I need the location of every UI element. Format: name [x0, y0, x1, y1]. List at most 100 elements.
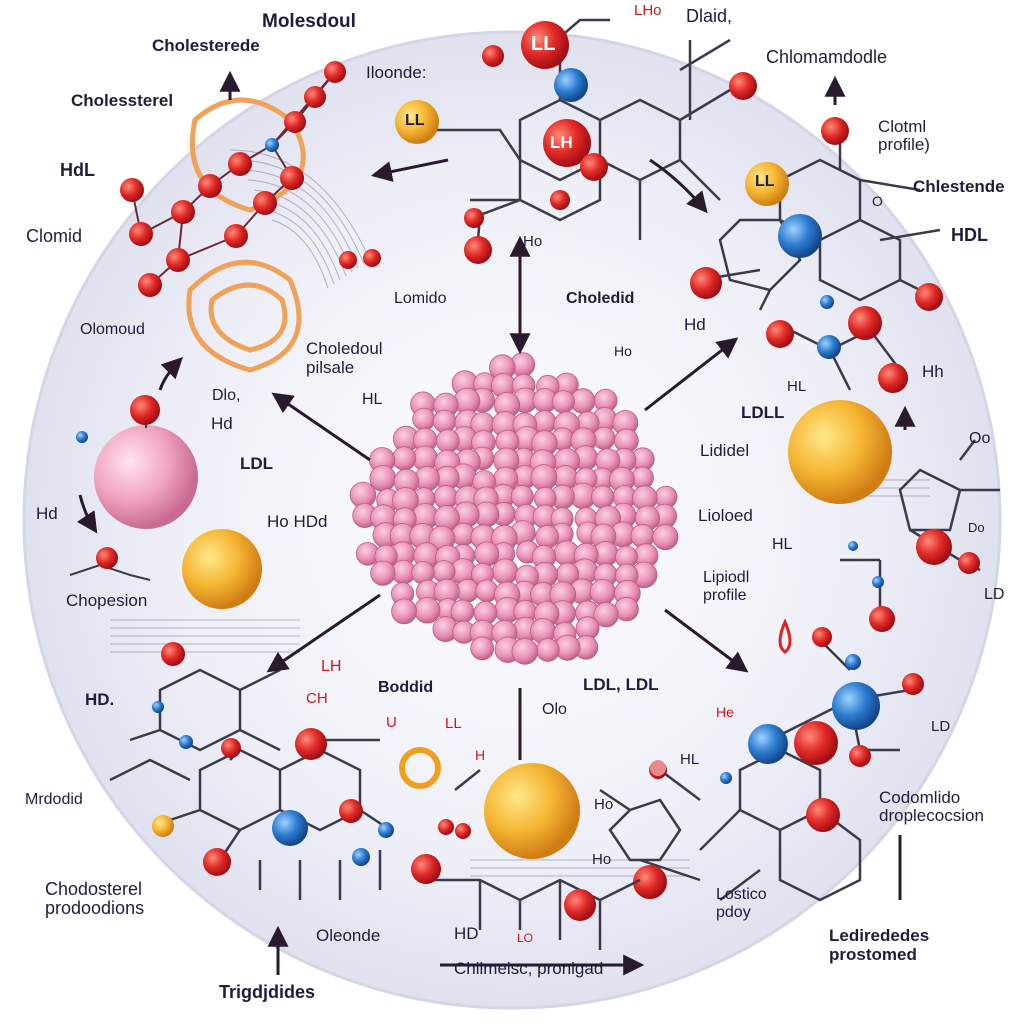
core-sphere — [535, 525, 560, 549]
core-sphere — [450, 599, 475, 624]
hatch-shading — [110, 149, 930, 877]
label-hd-right: Hd — [684, 315, 706, 334]
core-sphere — [391, 446, 417, 471]
label-hd-left: Hd — [211, 414, 233, 433]
label-ldl-ldl: LDL, LDL — [583, 675, 659, 694]
label-h-red: H — [475, 747, 486, 763]
right-atoms — [690, 117, 943, 393]
core-sphere — [551, 390, 576, 414]
bottom-center-atoms — [411, 760, 666, 921]
label-ld-right: LD — [984, 586, 1005, 603]
label-he-red: He — [716, 704, 734, 720]
label-lho-top: LHo — [634, 2, 662, 19]
label-choledoul-pilsale: Choledoul pilsale — [306, 339, 383, 377]
core-sphere — [470, 636, 495, 661]
label-hd-bottom-left: HD. — [85, 690, 115, 709]
label-ll-orange-left: LL — [405, 112, 425, 129]
core-sphere — [414, 597, 441, 624]
label-ld-bottom-right: LD — [931, 718, 951, 735]
pink-sphere-left — [94, 425, 198, 529]
core-sphere — [510, 484, 534, 508]
right-mid-atoms — [848, 529, 980, 632]
label-hdl-right: HDL — [951, 225, 988, 245]
red-atom-left — [130, 395, 160, 425]
label-ldll: LDLL — [741, 403, 785, 422]
core-sphere — [536, 638, 560, 662]
label-hd-left2: Hd — [36, 504, 58, 523]
label-clomid: Clomid — [26, 226, 83, 246]
label-chilmeisc: Chilmeisc, pronigad — [454, 959, 604, 978]
blue-atom-left — [76, 431, 88, 443]
label-molesdoul: Molesdoul — [262, 11, 356, 32]
label-hl-bottom-right: HL — [680, 751, 700, 768]
label-ho-core: Ho — [614, 343, 632, 359]
label-hl-mid: HL — [362, 391, 383, 408]
bottom-right-atoms — [633, 627, 924, 899]
label-lh-red: LH — [321, 658, 342, 675]
label-oo-right: Oo — [969, 430, 991, 447]
label-ll-bottom-red: LL — [445, 715, 462, 732]
label-cholestml-profile: Clotml profile) — [878, 117, 930, 154]
core-sphere — [589, 578, 616, 605]
label-do-right: Do — [968, 520, 985, 535]
core-sphere — [432, 409, 457, 434]
yellow-sphere-right — [788, 400, 892, 504]
core-sphere — [474, 541, 500, 567]
bottom-left-atoms — [152, 642, 394, 876]
label-choledid: Choledid — [566, 290, 635, 307]
arrow-left — [271, 392, 371, 462]
label-dlaid: Dlaid, — [686, 6, 733, 26]
arrow-topright — [649, 158, 708, 214]
core-sphere — [530, 464, 558, 491]
arrow-downright — [664, 608, 749, 673]
label-hl-right3: HL — [772, 536, 793, 553]
label-ldl-left: LDL — [240, 454, 274, 473]
label-dlo: Dlo, — [212, 387, 241, 404]
label-ho-bottom1: Ho — [594, 796, 614, 813]
label-trigdjdides: Trigdjdides — [219, 982, 316, 1002]
label-chlomamdodle: Chlomamdodle — [766, 47, 888, 67]
label-ll-top-atom: LL — [531, 33, 556, 55]
yellow-sphere-left — [182, 529, 262, 609]
label-hdl-top-left: HdL — [60, 160, 95, 180]
arrow-downleft — [266, 593, 381, 673]
label-lioloed: Lioloed — [698, 506, 753, 525]
label-o-right: O — [872, 193, 883, 209]
label-ho-hdd: Ho HDd — [267, 512, 328, 531]
label-ho-center: Ho — [523, 233, 543, 250]
label-iloonde: Iloonde: — [366, 63, 427, 82]
core-sphere — [652, 524, 679, 551]
label-ch-red: CH — [306, 690, 328, 707]
label-lo-bottom: LO — [517, 931, 534, 945]
core-sphere — [412, 407, 436, 431]
label-hd-bottom: HD — [454, 924, 479, 943]
central-particle-core — [349, 352, 679, 665]
label-lididel: Lididel — [700, 441, 750, 460]
arrow-topleft — [370, 158, 449, 182]
label-cholesterel: Cholessterel — [71, 91, 174, 110]
label-mrdodid: Mrdodid — [25, 791, 83, 808]
core-sphere — [435, 429, 460, 454]
label-chlestende: Chlestende — [913, 177, 1005, 196]
label-ledirededes: Ledirededes prostomed — [829, 926, 930, 964]
core-sphere — [591, 485, 615, 509]
label-lomido: Lomido — [394, 290, 447, 307]
label-olomoud: Olomoud — [80, 321, 145, 338]
yellow-sphere-bottom — [484, 763, 580, 859]
label-hh-right: Hh — [922, 362, 944, 381]
droplet-icon — [778, 618, 792, 654]
top-atoms — [395, 21, 757, 264]
label-olo: Olo — [542, 701, 567, 718]
core-sphere — [492, 558, 519, 585]
red-atom-left2 — [96, 547, 118, 569]
core-sphere — [631, 466, 654, 490]
label-boddid: Boddid — [378, 679, 434, 696]
label-lh-center-atom: LH — [550, 133, 573, 152]
arrows — [76, 70, 916, 976]
label-chodosterel: Chodosterel prodoodions — [45, 879, 145, 918]
core-sphere — [511, 638, 539, 665]
arrow-upright — [644, 337, 739, 412]
label-lipiodl-profile: Lipiodl profile — [703, 569, 750, 604]
label-ho-bottom2: Ho — [592, 851, 612, 868]
